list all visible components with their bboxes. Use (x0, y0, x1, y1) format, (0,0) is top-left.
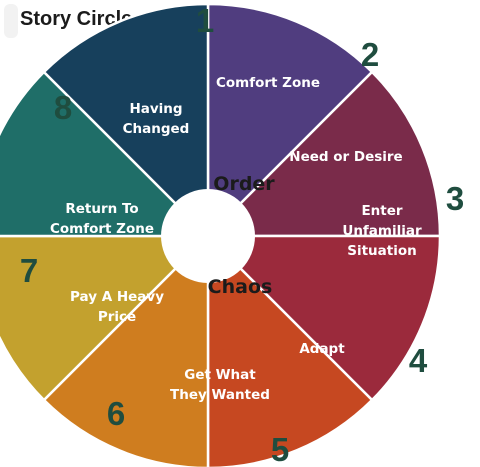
segment-7-label: Return To Comfort Zone (50, 201, 154, 237)
segment-6-label-line: Price (98, 309, 136, 325)
segment-5-label-line: They Wanted (170, 387, 270, 403)
segment-8-label-line: Having (129, 101, 182, 117)
segment-8-label-line: Changed (123, 121, 190, 137)
center-chaos-label: Chaos (208, 276, 273, 298)
segment-1-number: 1 (196, 2, 214, 39)
segment-6-label-line: Pay A Heavy (70, 289, 164, 305)
segment-3-label-line: Situation (347, 243, 417, 259)
segment-4-label: Adapt (299, 341, 345, 357)
segment-2 (204, 70, 442, 238)
segment-8-number: 8 (54, 89, 72, 126)
segment-2-label-line: Need or Desire (289, 149, 402, 165)
corner-tab (4, 4, 18, 38)
segment-5-number: 5 (271, 431, 289, 467)
diagram-title: Story Circle (20, 8, 133, 30)
segment-2-number: 2 (361, 36, 379, 73)
segment-7-label-line: Return To (65, 201, 138, 217)
segment-4-label-line: Adapt (299, 341, 345, 357)
center-disc (161, 189, 255, 283)
segment-1-label: Comfort Zone (216, 75, 320, 91)
segment-7-number: 7 (20, 252, 38, 289)
segment-3 (204, 234, 442, 402)
segment-1 (206, 2, 374, 240)
segment-6-number: 6 (107, 395, 125, 432)
segment-6 (0, 234, 212, 402)
segment-4 (206, 232, 374, 467)
segment-8 (42, 2, 210, 240)
segment-3-label-line: Unfamiliar (342, 223, 422, 239)
segment-4-number: 4 (409, 342, 428, 379)
segment-5 (42, 232, 210, 467)
segment-3-number: 3 (446, 180, 464, 217)
center-order-label: Order (213, 173, 275, 195)
segment-7 (0, 70, 212, 238)
segment-2-label: Need or Desire (289, 149, 402, 165)
segment-3-label-line: Enter (361, 203, 402, 219)
segment-1-label-line: Comfort Zone (216, 75, 320, 91)
segment-7-label-line: Comfort Zone (50, 221, 154, 237)
segment-5-label-line: Get What (184, 367, 256, 383)
